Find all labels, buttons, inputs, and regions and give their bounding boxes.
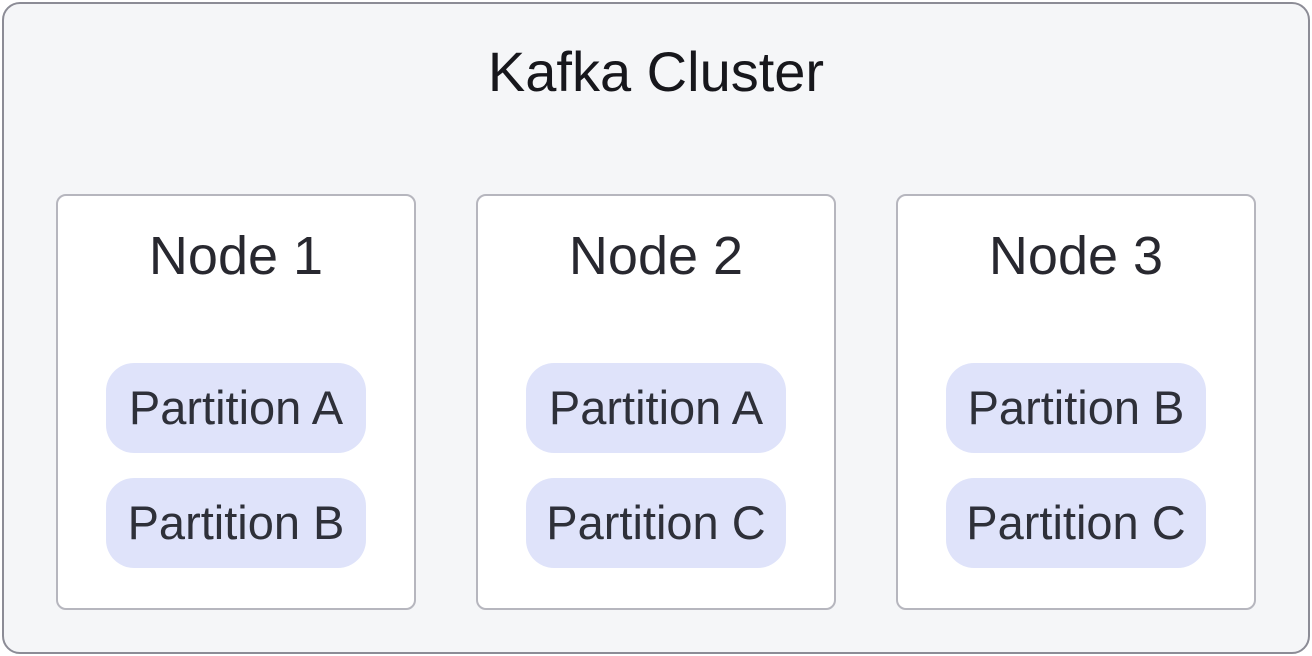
partition-badge: Partition B <box>106 477 366 568</box>
nodes-row: Node 1 Partition A Partition B Node 2 Pa… <box>4 194 1308 610</box>
cluster-title: Kafka Cluster <box>487 40 825 103</box>
partition-badge: Partition C <box>526 477 786 568</box>
node-title: Node 1 <box>148 226 324 286</box>
partition-list: Partition A Partition C <box>526 362 786 568</box>
partition-badge: Partition B <box>946 362 1206 453</box>
node-title: Node 3 <box>988 226 1164 286</box>
partition-list: Partition B Partition C <box>946 362 1206 568</box>
node-title: Node 2 <box>568 226 744 286</box>
node-card-2: Node 2 Partition A Partition C <box>476 194 836 610</box>
partition-list: Partition A Partition B <box>106 362 366 568</box>
node-card-3: Node 3 Partition B Partition C <box>896 194 1256 610</box>
partition-badge: Partition A <box>106 362 366 453</box>
partition-badge: Partition A <box>526 362 786 453</box>
partition-badge: Partition C <box>946 477 1206 568</box>
node-card-1: Node 1 Partition A Partition B <box>56 194 416 610</box>
